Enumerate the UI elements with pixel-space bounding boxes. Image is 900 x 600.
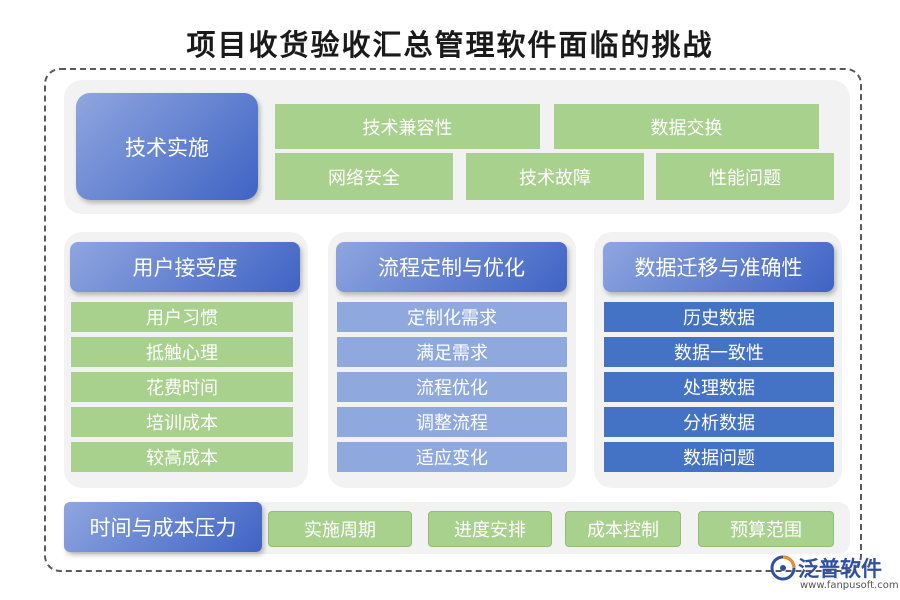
tech-item: 性能问题 — [656, 153, 834, 200]
tech-item: 网络安全 — [275, 153, 453, 200]
brand-url: www.fanpusoft.com — [800, 580, 899, 591]
data-migration-item: 分析数据 — [604, 407, 834, 437]
process-item: 满足需求 — [337, 337, 567, 367]
process-item: 适应变化 — [337, 442, 567, 472]
brand-logo-icon — [770, 555, 796, 581]
user-acceptance-item: 培训成本 — [71, 407, 293, 437]
data-migration-item: 数据一致性 — [604, 337, 834, 367]
tech-header: 技术实施 — [76, 93, 258, 200]
user-acceptance-item: 抵触心理 — [71, 337, 293, 367]
cost-item: 预算范围 — [698, 511, 834, 547]
brand-logo: 泛普软件 www.fanpusoft.com — [770, 553, 899, 597]
process-item: 流程优化 — [337, 372, 567, 402]
data-migration-item: 数据问题 — [604, 442, 834, 472]
data-migration-item: 历史数据 — [604, 302, 834, 332]
tech-item: 技术故障 — [466, 153, 644, 200]
user-acceptance-item: 较高成本 — [71, 442, 293, 472]
data-migration-header: 数据迁移与准确性 — [603, 242, 834, 292]
tech-item: 技术兼容性 — [275, 104, 540, 149]
data-migration-item: 处理数据 — [604, 372, 834, 402]
cost-header: 时间与成本压力 — [64, 502, 262, 552]
process-item: 定制化需求 — [337, 302, 567, 332]
cost-item: 实施周期 — [268, 511, 412, 547]
page-title: 项目收货验收汇总管理软件面临的挑战 — [186, 28, 714, 62]
cost-item: 成本控制 — [565, 511, 681, 547]
process-item: 调整流程 — [337, 407, 567, 437]
process-header: 流程定制与优化 — [336, 242, 567, 292]
tech-item: 数据交换 — [554, 104, 819, 149]
user-acceptance-header: 用户接受度 — [70, 242, 300, 292]
cost-item: 进度安排 — [428, 511, 552, 547]
diagram-frame — [44, 68, 862, 572]
brand-name: 泛普软件 — [798, 557, 882, 581]
user-acceptance-item: 花费时间 — [71, 372, 293, 402]
user-acceptance-item: 用户习惯 — [71, 302, 293, 332]
